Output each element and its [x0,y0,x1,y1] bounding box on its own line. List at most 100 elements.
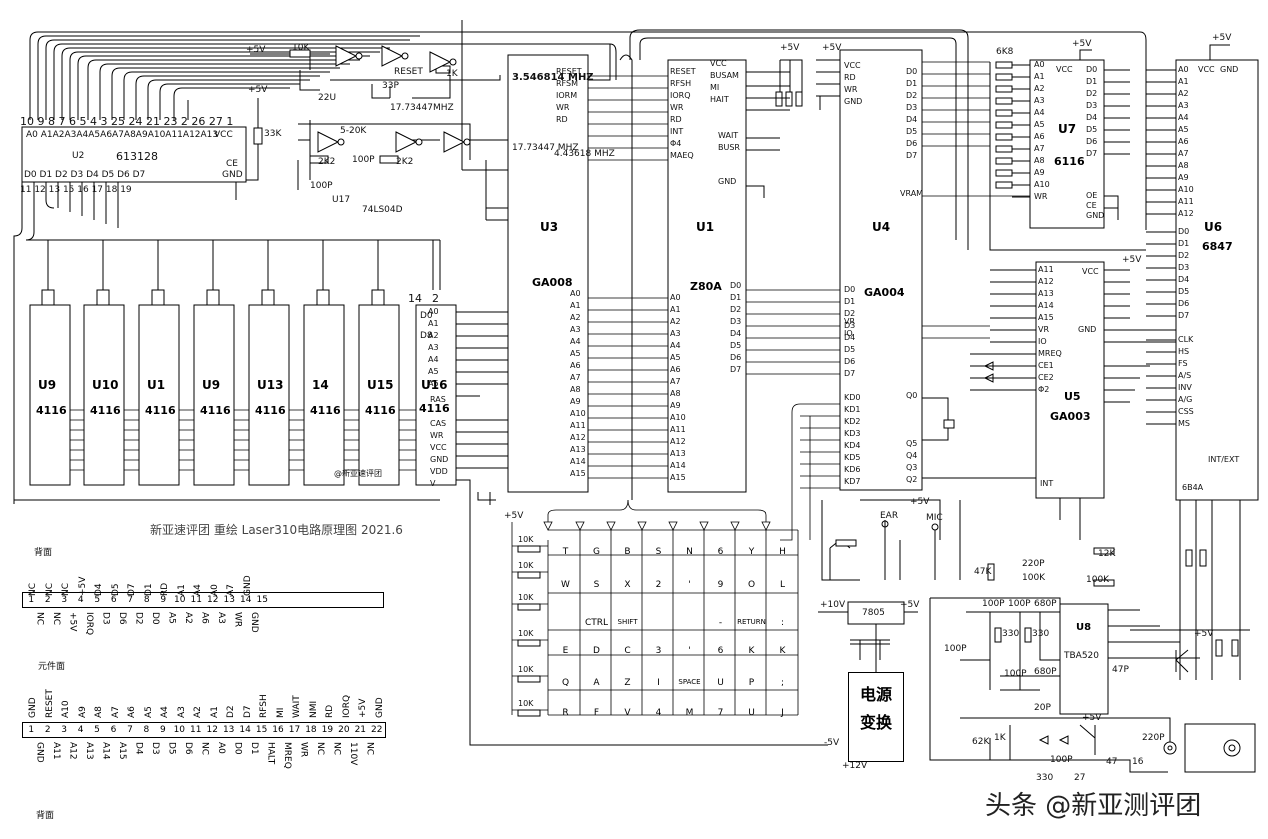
connector2-pin-16: 17 [288,725,301,735]
connector1-top-0: NC [28,582,38,596]
u16-pin-9: WR [430,431,444,440]
u3-clock-f1: 3.546814 MHZ [512,72,594,83]
connector1-bottom-8: A5 [166,612,177,624]
c100p-u8b: 100P [1008,599,1031,609]
c100p-u8d: 100P [1004,669,1027,679]
u5-pin-0: A11 [1038,265,1054,274]
u16-pin-1: A1 [428,319,439,328]
u4-data-right-1: D1 [906,79,918,88]
connector2-bottom-3: A13 [84,742,94,760]
connector2-bottom-12: D0 [232,742,243,755]
key-5-6: U [748,708,755,718]
connector1-top-10: A4 [193,584,203,596]
u4-pin-12: VRAM [900,189,924,198]
connector1-bottom-11: A3 [216,612,226,624]
connector2-pin-4: 5 [94,725,100,735]
r12k: 12K [1098,549,1116,559]
u7-pin-22: CE [1086,201,1097,210]
r33k: 33K [264,129,282,139]
ram-chip-part-0: 4116 [36,404,67,417]
connector2-pin-1: 2 [44,725,51,735]
u6-pin-0: A0 [1178,65,1189,74]
u4-pin-10: D6 [844,357,856,366]
connector2-pin-21: 22 [371,725,383,735]
u16-pin-8: CAS [430,419,447,428]
u4-data-right-2: D2 [906,91,918,100]
connector2-bottom-8: D5 [166,742,177,755]
u1-addr-3: A3 [670,329,681,338]
key-4-0: Q [561,678,570,688]
u6-pin-15: D0 [1178,227,1190,236]
u16-pin-10: VCC [430,443,447,452]
connector2-bottom-2: A12 [67,742,78,760]
u5-part: GA003 [1050,410,1091,423]
connector1-pin-5: 6 [110,595,117,605]
plus5-u7: +5V [1072,39,1092,49]
connector2-top-1: RESET [44,689,55,718]
u3-pin-4: RD [556,115,568,124]
u6-pin-2: A2 [1178,89,1189,98]
u4-pin-21: KD1 [844,405,861,414]
u4-pin-16: Q5 [906,439,918,448]
connector2-bottom-4: A14 [100,742,111,760]
psu-label-2: 变换 [859,713,892,732]
connector1-top-12: A7 [226,584,236,596]
u6-pin-18: D3 [1178,263,1190,272]
u16-part: 4116 [419,402,450,415]
u7-pin-3: A3 [1034,96,1045,105]
u1-addr-0: A0 [670,293,681,302]
connector1-pin-2: 3 [61,595,68,605]
connector1-pin-7: 8 [143,595,150,605]
connector1-bottom-2: +5V [67,612,78,632]
c20p: 20P [1034,703,1051,713]
u4-pin-11: D7 [844,369,856,378]
connector1-pin-3: 4 [77,595,84,605]
key-4-3: I [657,678,660,688]
u16-pin-12: VDD [430,467,448,476]
u3-pin-17: A12 [570,433,586,442]
u2-ce: CE [226,159,238,169]
u4-pin-13: VR [844,317,856,326]
u3-ref: U3 [540,220,559,234]
u6-pin-26: A/S [1178,371,1192,380]
r16-rf: 16 [1132,757,1144,767]
ram-chip-part-3: 4116 [200,404,231,417]
connector1-top-13: GND [242,575,253,596]
connector2-bottom-16: WR [298,742,309,758]
r1k-osc: 1K [446,69,458,79]
u3-pin-13: A8 [570,385,581,394]
connector2-top-13: D7 [242,705,253,718]
connector1-pin-8: 9 [160,595,167,605]
u16-d8: D8 [420,331,433,341]
key-1-1: S [593,580,600,590]
watermark: 头条 @新亚测评团 [985,791,1202,821]
keyboard-resistor-5: 10K [518,699,534,708]
key-5-1: F [593,708,600,718]
u3-pin-14: A9 [570,397,581,406]
connector2-top-15: MI [275,707,286,718]
plus5-label-osc: +5V [246,45,266,55]
c100p-u8c: 100P [944,644,967,654]
key-0-5: 6 [717,547,724,557]
r62k: 62K [972,737,990,747]
u6-pin-29: CSS [1178,407,1194,416]
plus5-u1: +5V [780,43,800,53]
ear-label: EAR [880,511,899,521]
u6-pin-13: VCC [1198,65,1215,74]
plus5-u8: +5V [1194,629,1214,639]
u3-part: GA008 [532,276,573,289]
u4-pin-25: KD5 [844,453,861,462]
psu-label-1: 电源 [859,685,892,704]
u7-pin-7: A7 [1034,144,1045,153]
connector1-bottom-10: A6 [199,612,210,624]
u4-data-right-0: D0 [906,67,918,76]
u1-addr-15: A15 [670,473,686,482]
key-1-7: L [779,580,785,590]
u7-pin-10: A10 [1034,180,1050,189]
connector1-bottom-6: D2 [133,612,144,625]
key-0-6: Y [748,547,755,557]
key-0-4: N [686,547,693,557]
key-0-7: H [779,547,786,557]
